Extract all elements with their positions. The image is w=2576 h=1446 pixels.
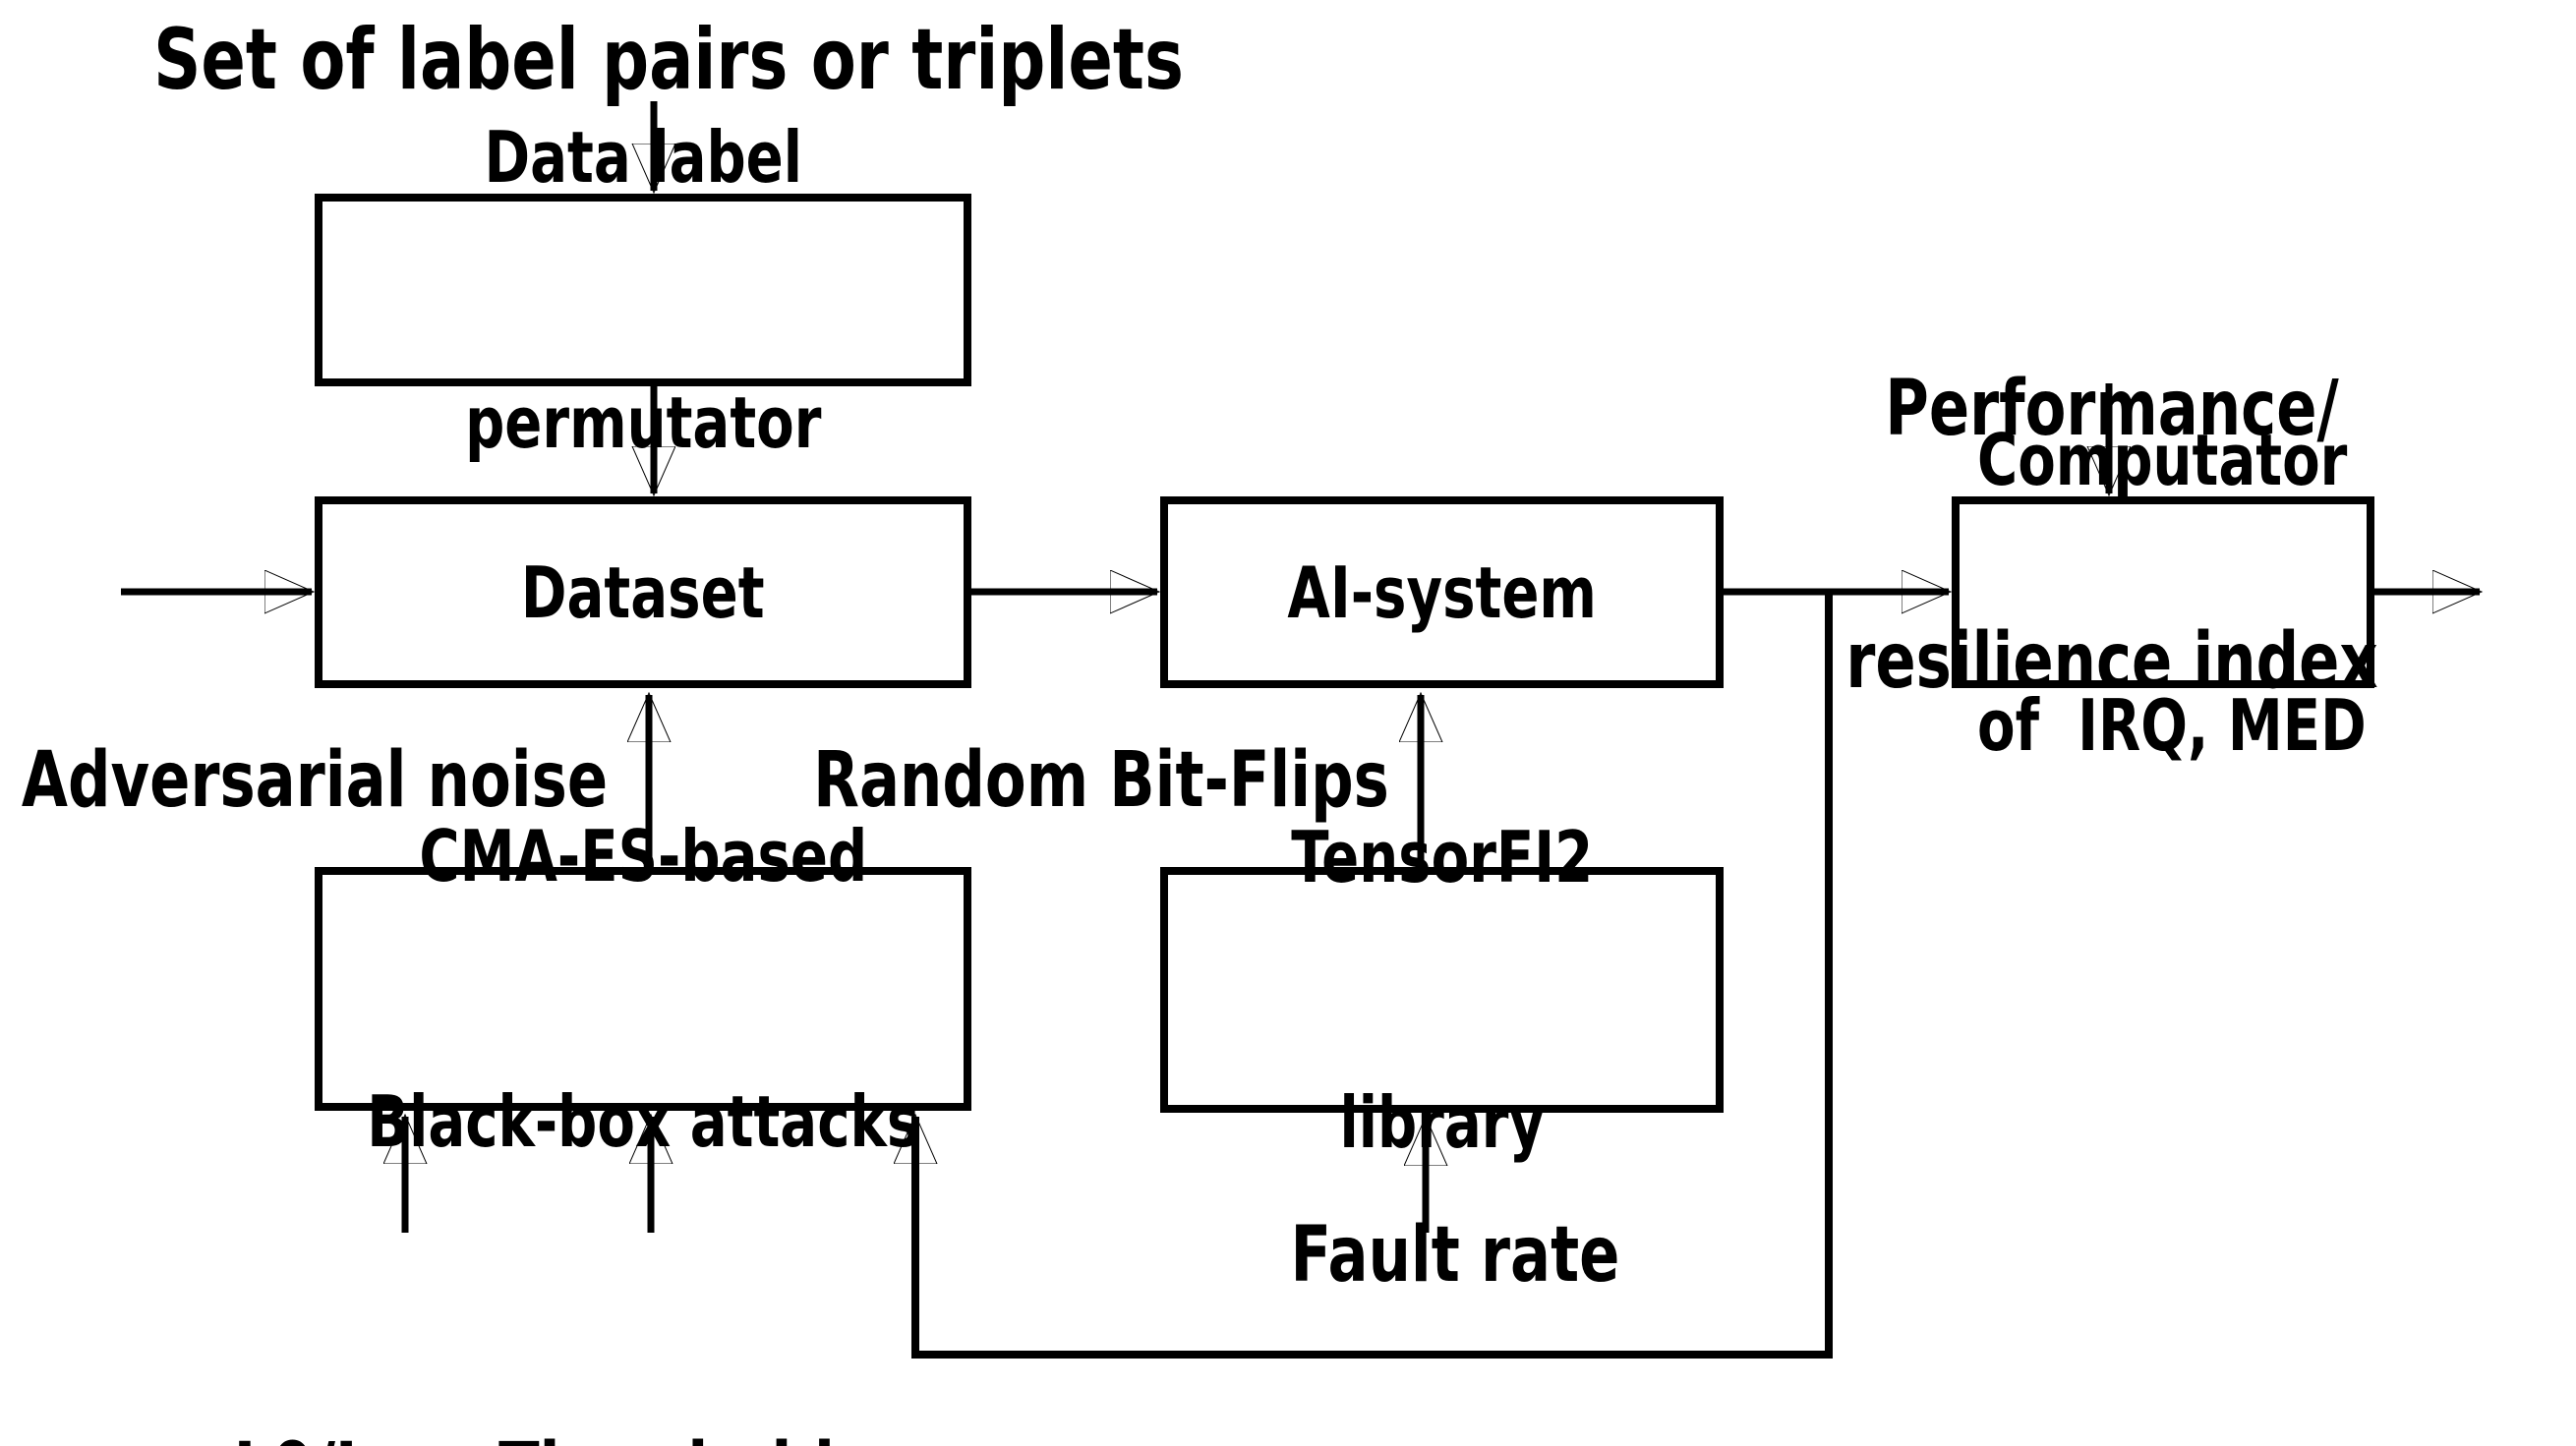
node-cmaes-blackbox-attacks-label: CMA-ES-based Black-box attacks	[366, 815, 920, 1163]
label-l0-linf-norm: L0/L∞ -norm	[228, 1229, 429, 1446]
label-set-of-label-pairs: Set of label pairs or triplets	[153, 11, 1184, 109]
node-computator-label: Computator of IRQ, MED	[1977, 418, 2367, 767]
label-performance-resilience-index: Performance/ resilience index	[1845, 364, 2378, 706]
label-threshold-level: Threshold level	[498, 1229, 835, 1446]
label-random-bit-flips: Random Bit-Flips	[813, 736, 1389, 825]
node-data-label-permutator: Data label permutator	[315, 116, 971, 464]
node-cmaes-blackbox-attacks: CMA-ES-based Black-box attacks	[315, 815, 971, 1163]
node-ai-system: AI-system	[1160, 496, 1724, 688]
label-adversarial-noise: Adversarial noise	[21, 736, 609, 825]
node-tensorfi2-library-label: TensorFI2 library	[1291, 816, 1593, 1164]
label-fault-rate: Fault rate	[1290, 1211, 1620, 1300]
feedback-line-ai-output-to-cmaes	[915, 592, 1833, 1359]
node-data-label-permutator-label: Data label permutator	[464, 116, 822, 464]
node-dataset-label: Dataset	[521, 550, 765, 634]
node-dataset: Dataset	[315, 496, 971, 688]
node-computator: Computator of IRQ, MED	[1952, 419, 2374, 767]
node-ai-system-label: AI-system	[1287, 550, 1597, 634]
node-tensorfi2-library: TensorFI2 library	[1160, 816, 1724, 1164]
